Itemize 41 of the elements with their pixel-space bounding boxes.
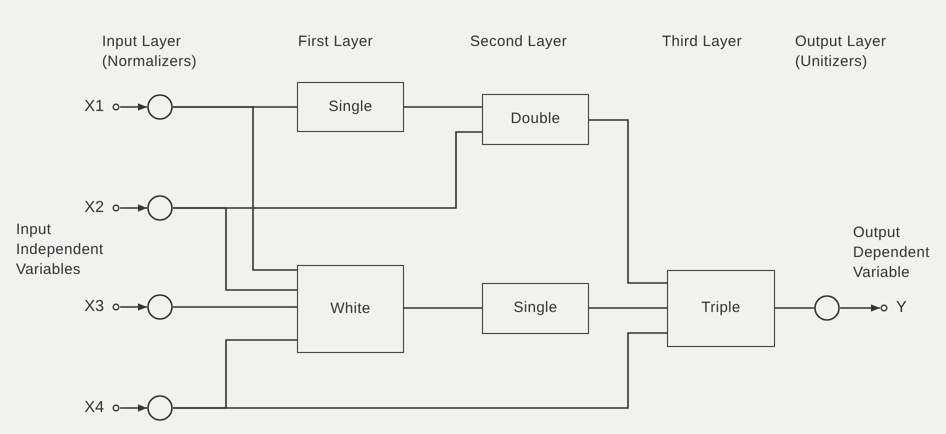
connector-line [173,106,297,271]
process-box [667,270,775,347]
process-box [482,94,589,145]
column-heading: Input Independent Variables [16,220,105,280]
connector-line [173,207,297,291]
connector-line [589,307,667,309]
node-label: Triple [701,298,741,318]
process-box [297,265,404,353]
node-label: Single [514,298,558,318]
node-label: X2 [84,198,104,218]
connector-line [404,106,482,108]
connector-line [589,119,667,284]
arrow [120,103,147,111]
connector-line [775,307,814,309]
process-box [482,283,589,334]
column-heading: Output Dependent Variable [853,223,931,283]
process-box [297,82,404,132]
column-heading: Third Layer [662,32,743,52]
node-circle [147,195,173,221]
arrow [840,304,880,312]
node-circle [814,295,840,321]
node-label: X3 [84,297,104,317]
connector-line [404,307,482,309]
node-circle [147,395,173,421]
column-heading: First Layer [298,32,374,52]
column-heading: Second Layer [470,32,568,52]
node-label: White [330,298,371,319]
node-label: Single [328,96,372,117]
column-heading: Input Layer (Normalizers) [102,32,198,72]
arrow [120,404,147,412]
connector-line [173,332,667,409]
column-heading: Output Layer (Unitizers) [795,32,888,72]
arrow [120,303,147,311]
arrow [120,204,147,212]
node-label: X4 [84,398,104,418]
node-label: Y [896,298,907,318]
node-circle [147,294,173,320]
node-label: X1 [84,97,104,117]
node-circle [147,94,173,120]
connector-line [173,306,297,308]
node-label: Double [510,109,560,130]
